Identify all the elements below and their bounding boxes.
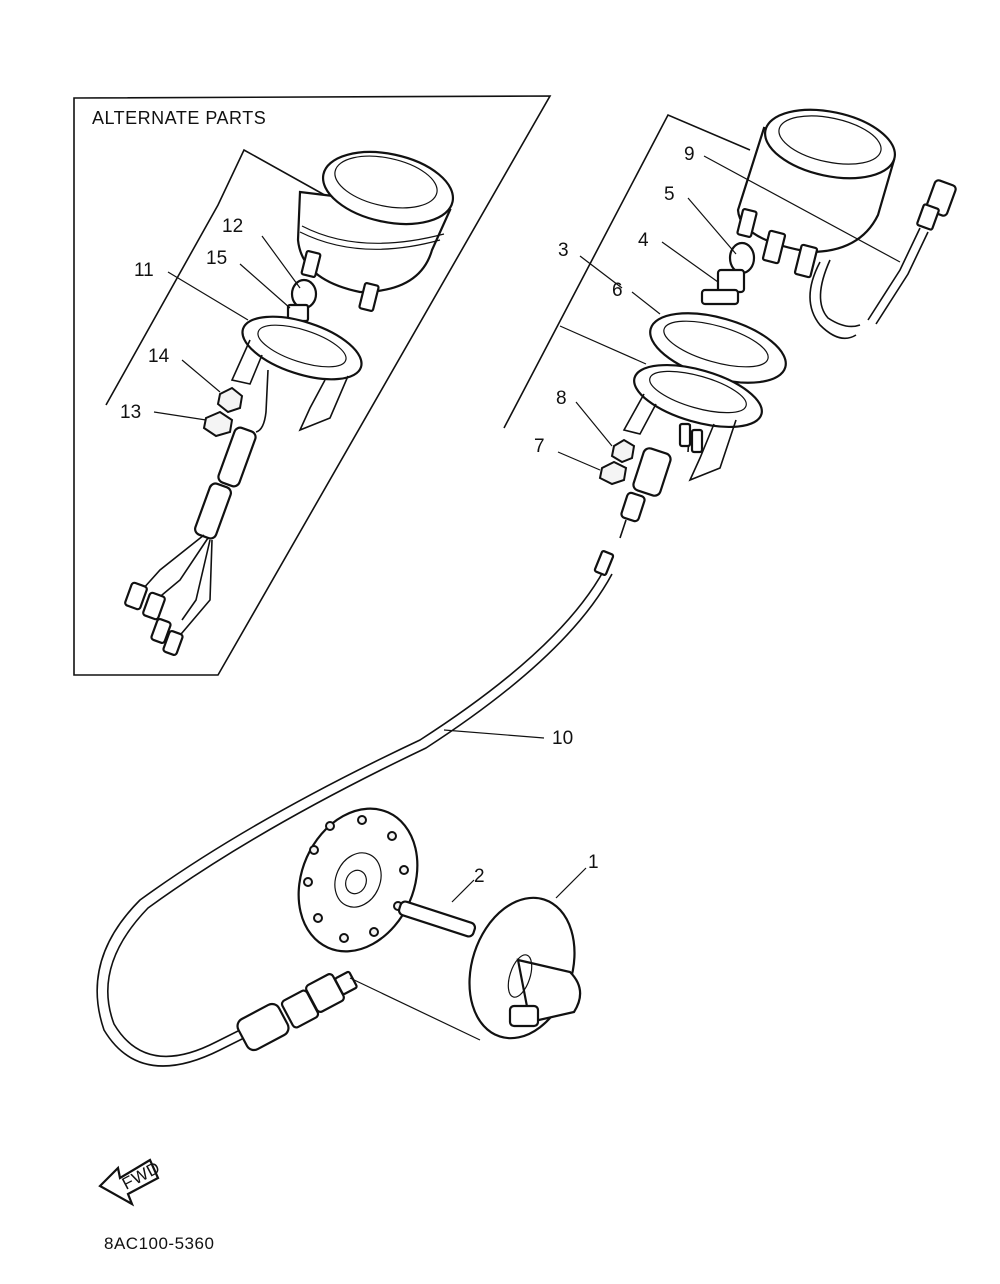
leader-7 (557, 451, 601, 471)
fwd-arrow-icon (98, 1158, 160, 1207)
alt-wire-harness (124, 426, 257, 656)
leader-3 (579, 255, 623, 289)
leader-2 (451, 879, 475, 903)
leader-6b (559, 325, 647, 365)
drawing-code: 8AC100-5360 (104, 1234, 214, 1253)
leader-10 (443, 729, 545, 739)
leader-13 (153, 411, 207, 421)
callout-3: 3 (558, 240, 569, 261)
alt-meter-bracket (230, 315, 363, 433)
leader-4 (661, 241, 719, 283)
main-speedometer-assembly: 9 5 4 3 6 8 7 (503, 108, 957, 539)
leader-14 (181, 359, 221, 393)
rotor-disc (297, 807, 419, 953)
alt-speedometer-housing (296, 150, 455, 312)
callout-12: 12 (222, 216, 243, 237)
callout-10: 10 (552, 728, 573, 749)
leader-6 (631, 291, 661, 315)
callout-4: 4 (638, 230, 649, 251)
inset-bracket (105, 148, 331, 406)
callout-14: 14 (148, 346, 170, 367)
drive-shaft (397, 900, 477, 938)
callout-7: 7 (534, 436, 545, 457)
leader-cable-gear (349, 977, 481, 1041)
wire-connector (619, 447, 672, 539)
alt-nut-13 (202, 410, 234, 438)
nut-7 (598, 460, 628, 486)
main-bracket (503, 113, 751, 429)
leader-15 (239, 263, 291, 309)
meter-bracket (622, 363, 763, 482)
callout-6: 6 (612, 280, 623, 301)
alt-bulb (286, 278, 318, 323)
bulb (728, 241, 756, 275)
speedometer-housing (736, 108, 896, 279)
inset-frame (73, 95, 552, 676)
alternate-parts-inset: ALTERNATE PARTS (73, 95, 552, 676)
alt-nut-14 (216, 386, 244, 414)
leader-8 (575, 401, 613, 447)
forward-arrow: FWD (98, 1158, 163, 1207)
callout-9: 9 (684, 144, 695, 165)
trip-reset-cable (809, 179, 957, 340)
callout-15: 15 (206, 248, 227, 269)
nut-8 (610, 438, 636, 464)
leader-1 (555, 867, 587, 899)
leader-12 (261, 235, 301, 289)
callout-5: 5 (664, 184, 675, 205)
leader-9 (703, 155, 901, 263)
callout-1: 1 (588, 852, 599, 873)
callout-2: 2 (474, 866, 485, 887)
speedometer-cable: 10 (96, 550, 615, 1067)
drive-gear-assembly: 2 1 (297, 807, 599, 1041)
leader-5 (687, 197, 737, 255)
leader-11 (167, 271, 249, 321)
callout-13: 13 (120, 402, 141, 423)
bulb-socket (700, 268, 746, 306)
callout-8: 8 (556, 388, 567, 409)
cable-end-fitting (236, 970, 358, 1052)
callout-11: 11 (134, 260, 154, 281)
inset-title: ALTERNATE PARTS (92, 108, 266, 128)
speedometer-gear-unit (468, 896, 582, 1040)
